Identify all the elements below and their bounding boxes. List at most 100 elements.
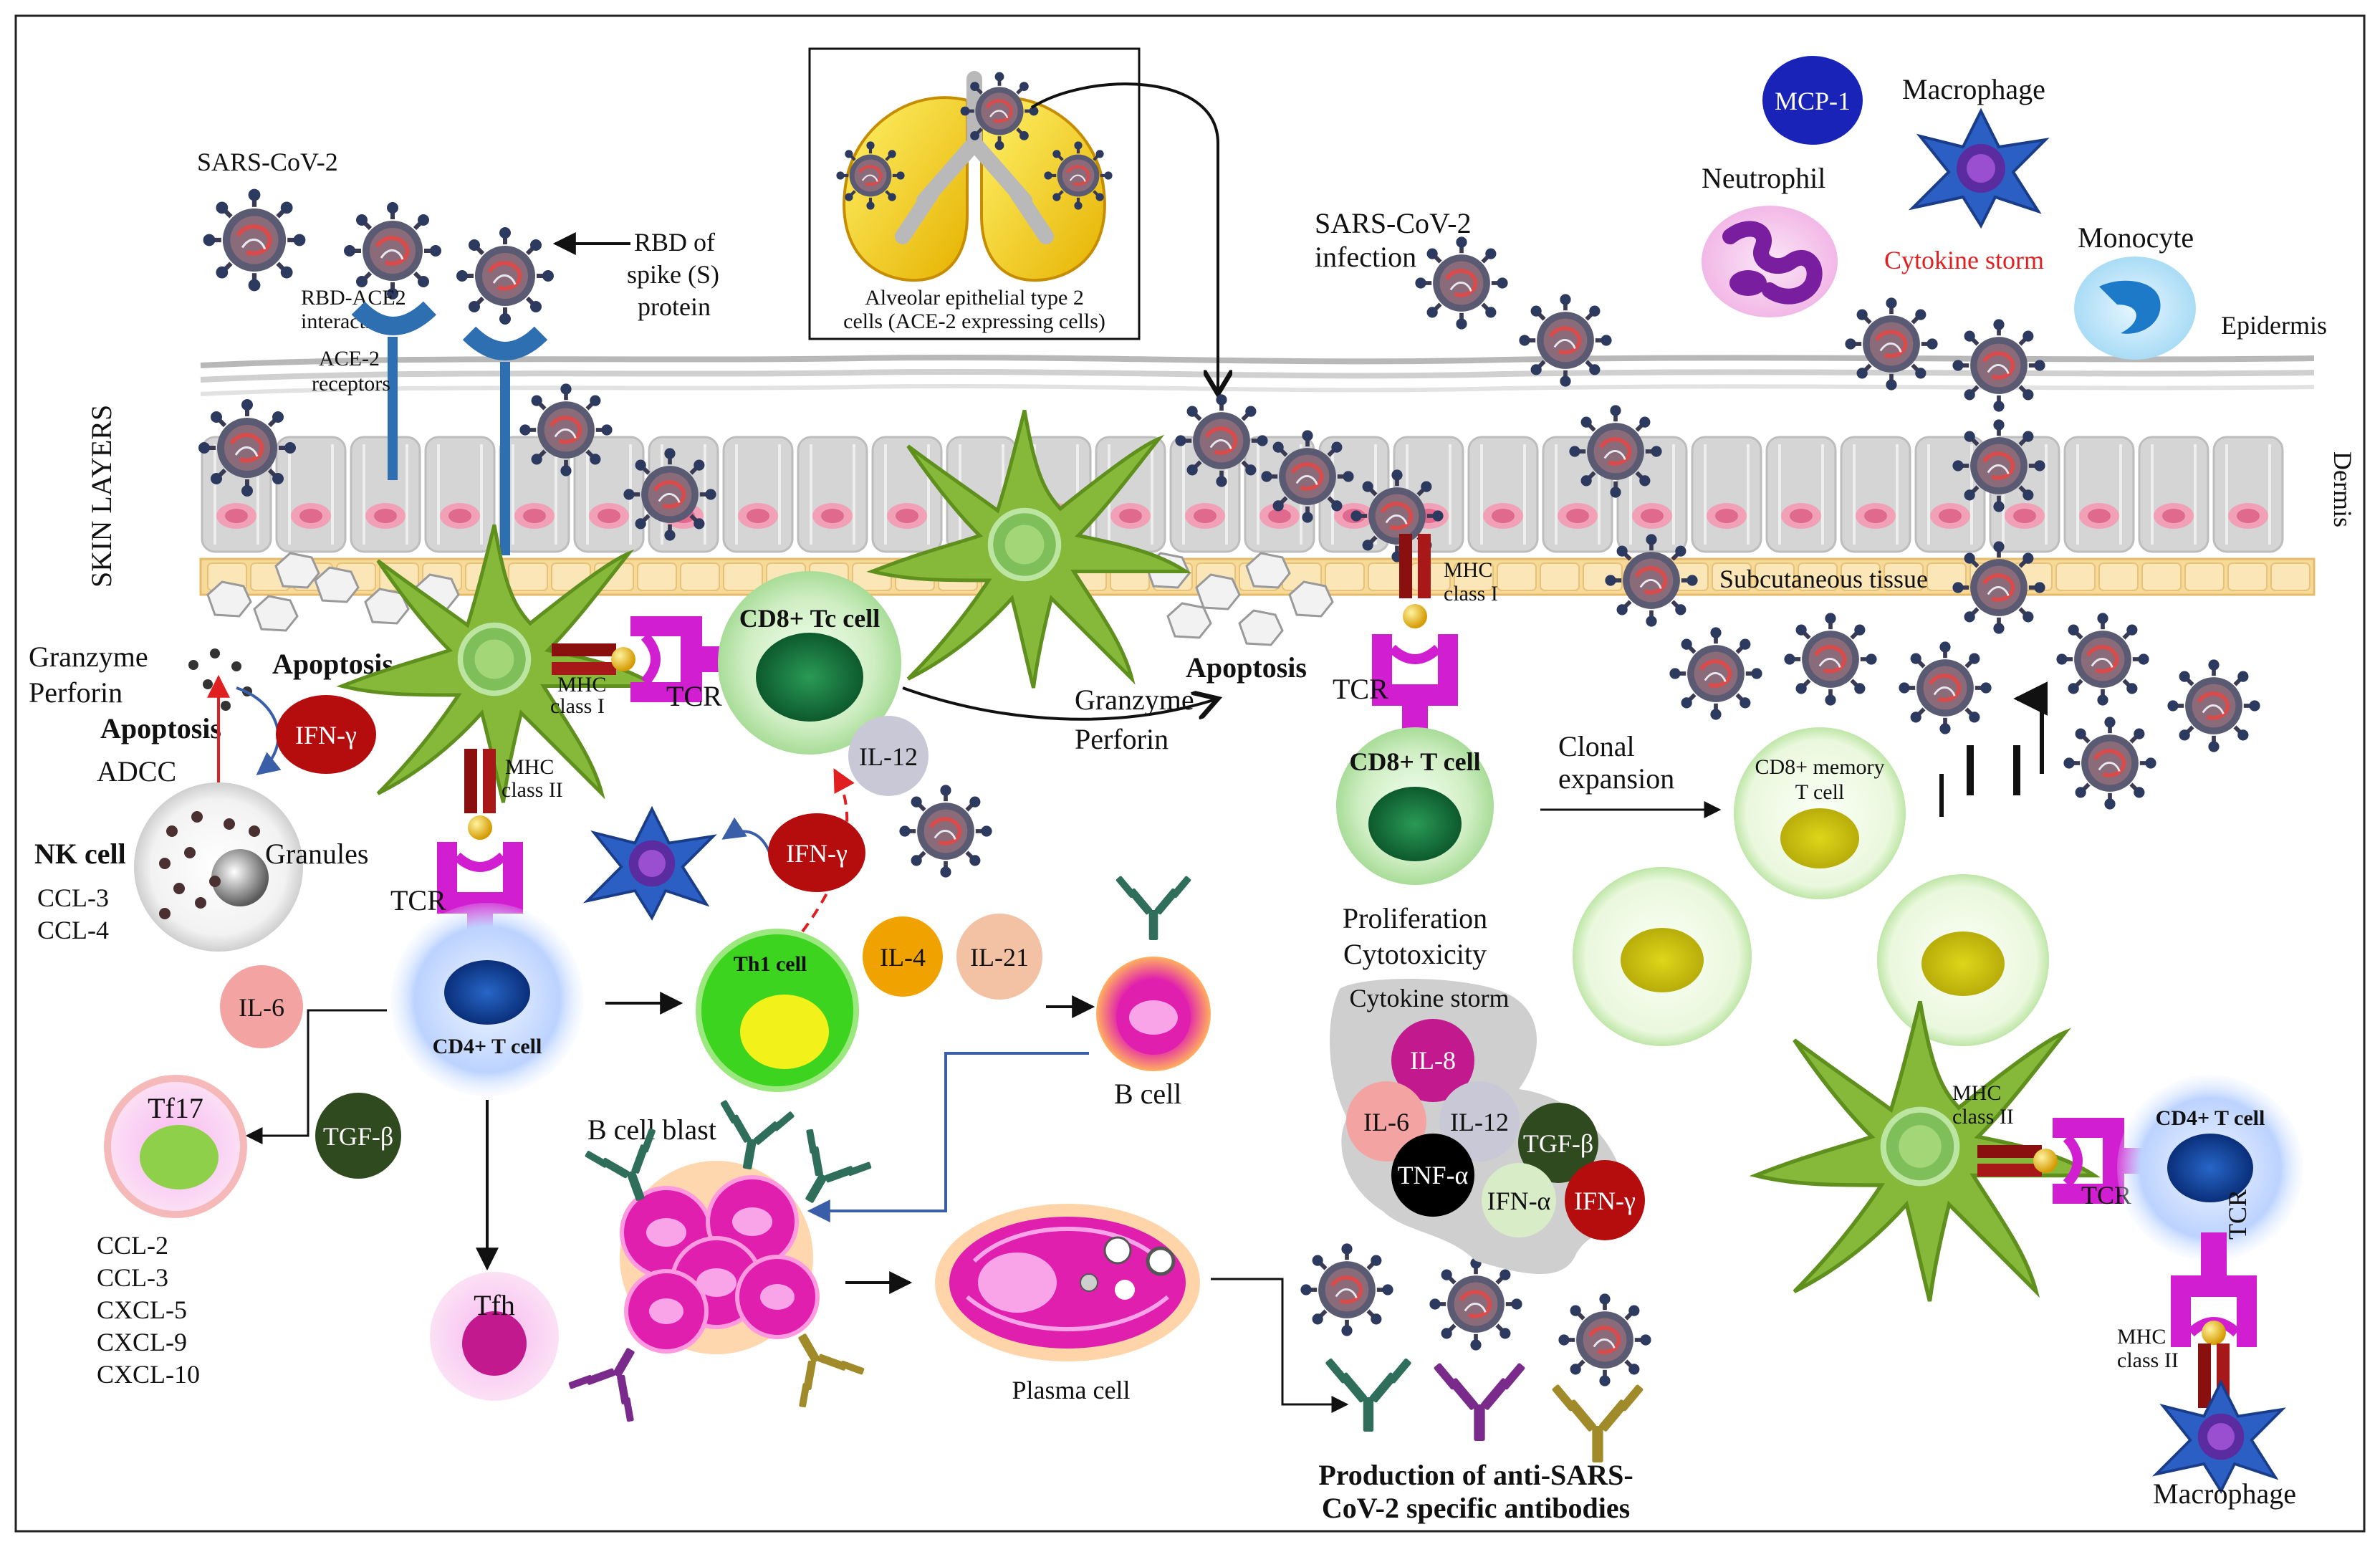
virus-icon: [1300, 1243, 1393, 1336]
tfh-label: Tfh: [474, 1289, 515, 1321]
monocyte-label: Monocyte: [2078, 221, 2194, 254]
virus-icon: [899, 785, 992, 877]
svg-text:IL-21: IL-21: [970, 943, 1029, 972]
dermis-cell: [871, 436, 943, 553]
dermis-cell: [2063, 436, 2135, 553]
granules-label: Granules: [265, 838, 368, 870]
fat-cell: [723, 562, 763, 591]
rbd-label-line2: spike (S): [627, 260, 719, 289]
virus-icon: [1845, 297, 1937, 390]
fat-cell: [1884, 562, 1924, 591]
nk-cell-label: NK cell: [34, 838, 126, 870]
virus-icon: [456, 227, 554, 325]
ifn-to-nk-arrow: [236, 686, 282, 776]
virus-icon: [1429, 1258, 1522, 1350]
cd8-tc-cell-label: CD8+ Tc cell: [739, 604, 880, 633]
dermis-cell: [722, 436, 794, 553]
svg-text:IFN-γ: IFN-γ: [786, 839, 848, 868]
cxcl9-label: CXCL-9: [97, 1328, 187, 1356]
apoptosis-label: Apoptosis: [1186, 651, 1307, 684]
macrophage-top-label: Macrophage: [1902, 73, 2045, 105]
lung-to-skin-arrow: [1030, 82, 1218, 394]
fat-cell: [2141, 562, 2182, 591]
fat-cell: [1540, 562, 1580, 591]
mhc-class-ii-label-line2: class II: [2117, 1349, 2179, 1372]
mhc-class-ii-label-line2: class II: [502, 778, 563, 802]
ace2-label-line1: ACE-2: [319, 347, 380, 370]
tgf-beta-badge: TGF-β: [1518, 1103, 1598, 1183]
monocyte-cell: [2074, 257, 2196, 360]
virus-icon: [1952, 541, 2045, 633]
svg-text:IL-4: IL-4: [880, 943, 926, 972]
virus-icon: [1952, 419, 2045, 512]
clonal-label-line2: expansion: [1558, 762, 1674, 795]
cd8-memory-label-line2: T cell: [1795, 780, 1845, 804]
antibodies-label-line1: Production of anti-SARS-: [1318, 1459, 1633, 1491]
cd4-t-cell-label: CD4+ T cell: [2156, 1106, 2265, 1130]
alveolar-label-line2: cells (ACE-2 expressing cells): [843, 310, 1105, 333]
ccl4-nk-label: CCL-4: [37, 916, 109, 944]
cd8-memory-t-cell: [1877, 874, 2049, 1046]
dermis-cell: [275, 436, 347, 553]
il8-badge: IL-8: [1391, 1019, 1474, 1102]
th1-cell: [696, 929, 859, 1092]
cxcl10-label: CXCL-10: [97, 1360, 200, 1389]
ace2-receptor: [351, 301, 437, 480]
fat-cell: [508, 562, 548, 591]
tcr-label: TCR: [390, 884, 446, 916]
dermis-cell: [2212, 436, 2284, 553]
cd8-t-cell-label: CD8+ T cell: [1349, 747, 1480, 776]
svg-text:IL-12: IL-12: [1450, 1108, 1509, 1136]
mhc-class-ii-label-line1: MHC: [2117, 1325, 2166, 1349]
cytokine-storm-top-label: Cytokine storm: [1884, 246, 2044, 274]
dermis-label: Dermis: [2328, 451, 2357, 527]
nk-cell: [134, 782, 303, 952]
sars-infection-label-line2: infection: [1315, 241, 1416, 273]
cytokine-storm-mid-label: Cytokine storm: [1350, 984, 1510, 1012]
dermis-cell: [1765, 436, 1837, 553]
macrophage-bottom-label: Macrophage: [2153, 1477, 2296, 1510]
virus-icon: [519, 383, 612, 476]
svg-text:IL-6: IL-6: [239, 993, 284, 1022]
apoptosis-label: Apoptosis: [100, 712, 221, 744]
fat-cell: [1841, 562, 1881, 591]
svg-text:MCP-1: MCP-1: [1775, 87, 1851, 115]
plasma-to-antibodies-arrow: [1211, 1278, 1349, 1413]
ifn-gamma-badge: IFN-γ: [1565, 1160, 1645, 1240]
virus-icon: [1784, 613, 1876, 705]
virus-icon: [198, 399, 296, 497]
tcr-label: TCR: [666, 680, 722, 712]
virus-icon: [1952, 319, 2045, 411]
antigen-peptide: [2202, 1321, 2226, 1345]
proliferation-label: Proliferation: [1343, 902, 1487, 934]
tgf-beta-badge: TGF-β: [315, 1093, 401, 1179]
il6-badge: IL-6: [1346, 1081, 1426, 1162]
cd4-t-cell: [390, 903, 584, 1096]
antigen-peptide: [611, 647, 635, 671]
svg-text:TGF-β: TGF-β: [323, 1122, 393, 1151]
virus-icon: [1415, 236, 1507, 329]
antigen-peptide: [1403, 604, 1427, 628]
cd8-tc-cell: [718, 571, 901, 755]
antigen-peptide: [468, 815, 492, 840]
il21-badge: IL-21: [956, 914, 1042, 1000]
svg-text:IL-8: IL-8: [1410, 1046, 1456, 1075]
ccl3-label: CCL-3: [97, 1263, 168, 1292]
adcc-label: ADCC: [97, 755, 176, 787]
virus-icon: [1558, 1293, 1651, 1386]
mhc-class-i-label-line1: MHC: [557, 673, 606, 696]
b-cell-blast: [620, 1161, 820, 1354]
rbd-label-line1: RBD of: [634, 228, 715, 257]
perforin-label: Perforin: [29, 676, 123, 709]
mhc-class-i-label-line1: MHC: [1444, 558, 1492, 582]
ifn-alpha-badge: IFN-α: [1482, 1163, 1556, 1237]
dermis-cell: [1691, 436, 1762, 553]
fat-cell: [2055, 562, 2096, 591]
ifn-gamma-badge: IFN-γ: [768, 813, 865, 892]
cd8-to-apoptosis-arrow: [902, 686, 1218, 721]
ace2-receptor: [462, 326, 548, 555]
ifn-gamma-badge: IFN-γ: [276, 695, 376, 774]
virus-icon: [1899, 641, 1991, 734]
alveolar-label-line1: Alveolar epithelial type 2: [865, 286, 1084, 310]
